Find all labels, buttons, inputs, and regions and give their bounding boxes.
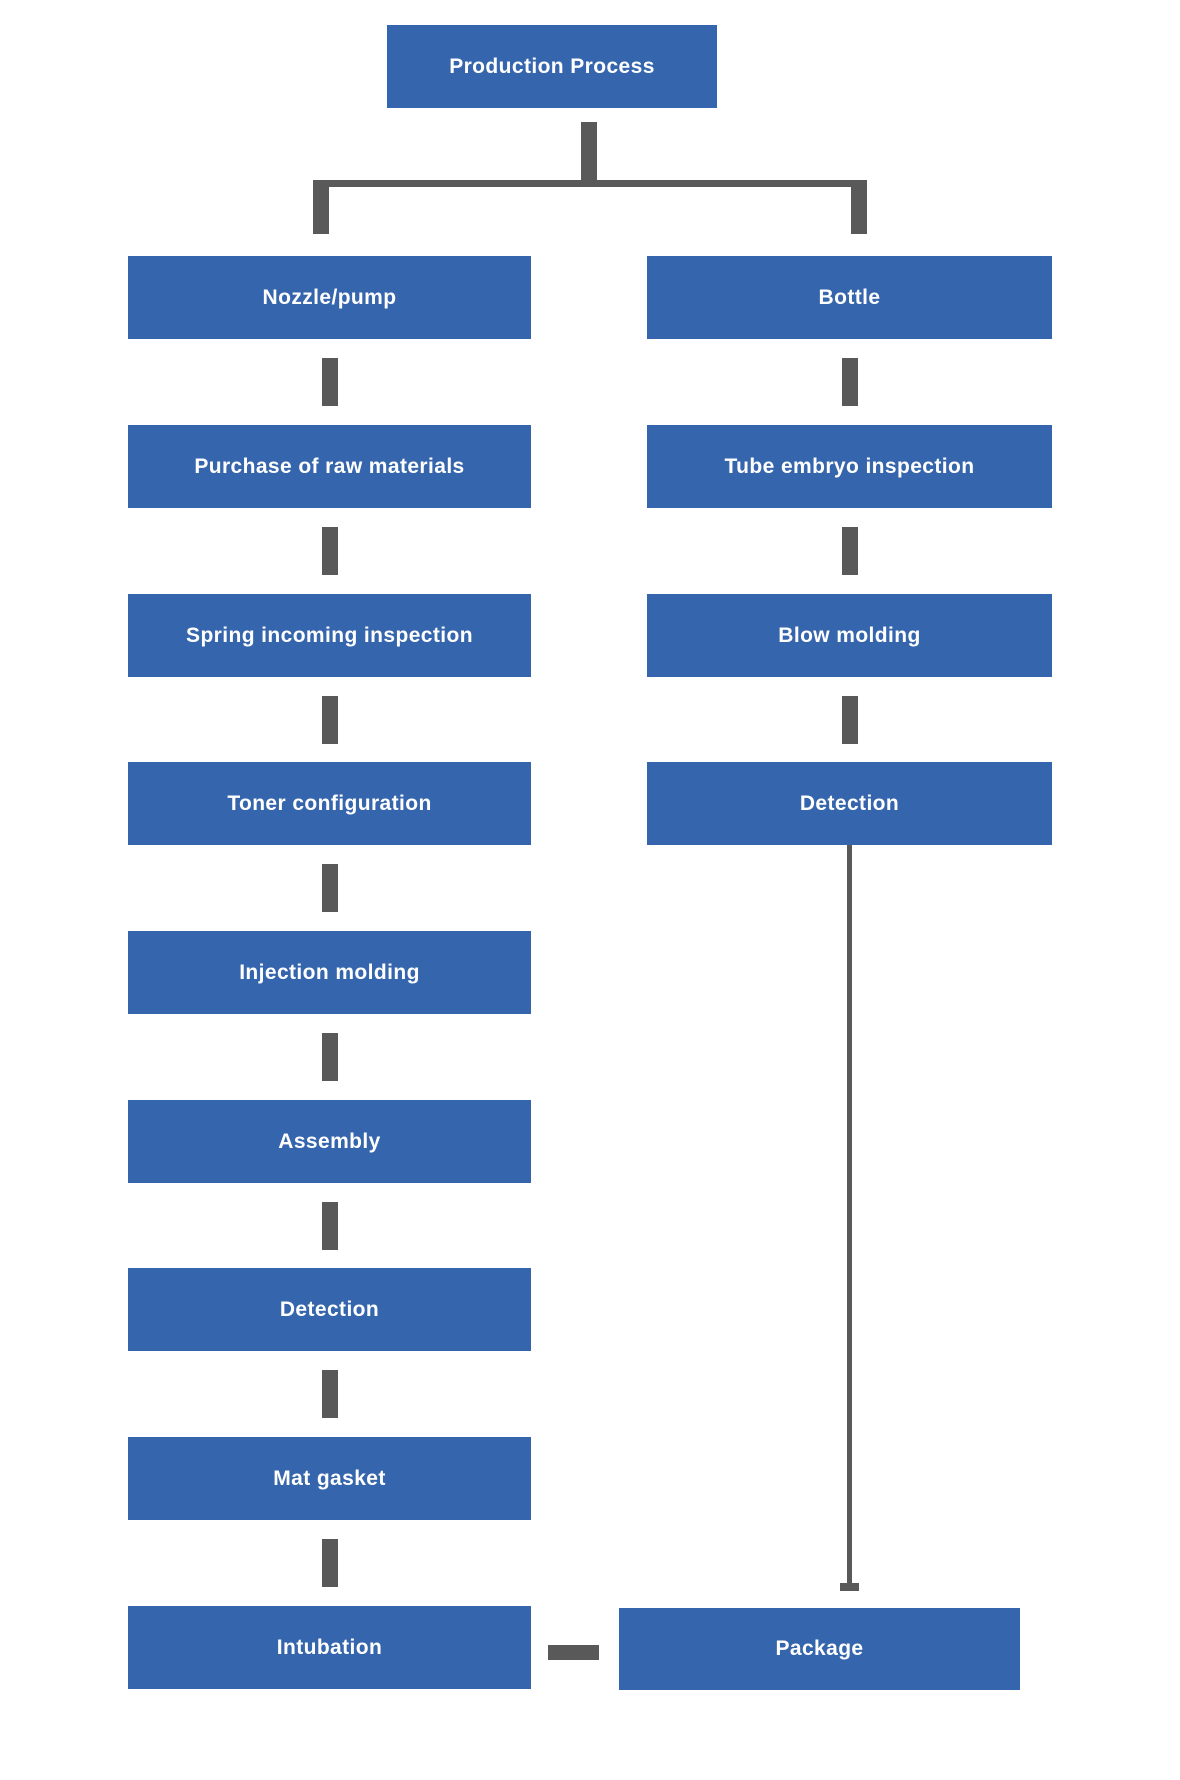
node-production-process: Production Process	[387, 25, 717, 108]
connector-detection-package-cap	[840, 1583, 859, 1591]
connector-left-stub-5	[322, 1033, 338, 1081]
connector-right-stub-3	[842, 696, 858, 744]
connector-left-stub-3	[322, 696, 338, 744]
connector-left-stub-6	[322, 1202, 338, 1250]
connector-left-stub-4	[322, 864, 338, 912]
node-tube-embryo-inspection: Tube embryo inspection	[647, 425, 1052, 508]
node-injection-molding: Injection molding	[128, 931, 531, 1014]
connector-left-stub-2	[322, 527, 338, 575]
connector-left-stub-1	[322, 358, 338, 406]
node-blow-molding: Blow molding	[647, 594, 1052, 677]
node-intubation: Intubation	[128, 1606, 531, 1689]
connector-left-stub-8	[322, 1539, 338, 1587]
node-detection-right: Detection	[647, 762, 1052, 845]
node-assembly: Assembly	[128, 1100, 531, 1183]
connector-branch-hline	[313, 180, 867, 187]
node-detection-left: Detection	[128, 1268, 531, 1351]
connector-branch-left-elbow	[313, 180, 329, 234]
node-nozzle-pump: Nozzle/pump	[128, 256, 531, 339]
node-toner-configuration: Toner configuration	[128, 762, 531, 845]
node-mat-gasket: Mat gasket	[128, 1437, 531, 1520]
connector-right-stub-2	[842, 527, 858, 575]
connector-branch-right-elbow	[851, 180, 867, 234]
node-package: Package	[619, 1608, 1020, 1690]
node-bottle: Bottle	[647, 256, 1052, 339]
node-purchase-raw-materials: Purchase of raw materials	[128, 425, 531, 508]
connector-left-stub-7	[322, 1370, 338, 1418]
connector-root-stem	[581, 122, 597, 180]
connector-detection-package-line	[847, 845, 852, 1583]
node-spring-incoming-inspection: Spring incoming inspection	[128, 594, 531, 677]
connector-right-stub-1	[842, 358, 858, 406]
connector-intubation-package	[548, 1645, 599, 1660]
